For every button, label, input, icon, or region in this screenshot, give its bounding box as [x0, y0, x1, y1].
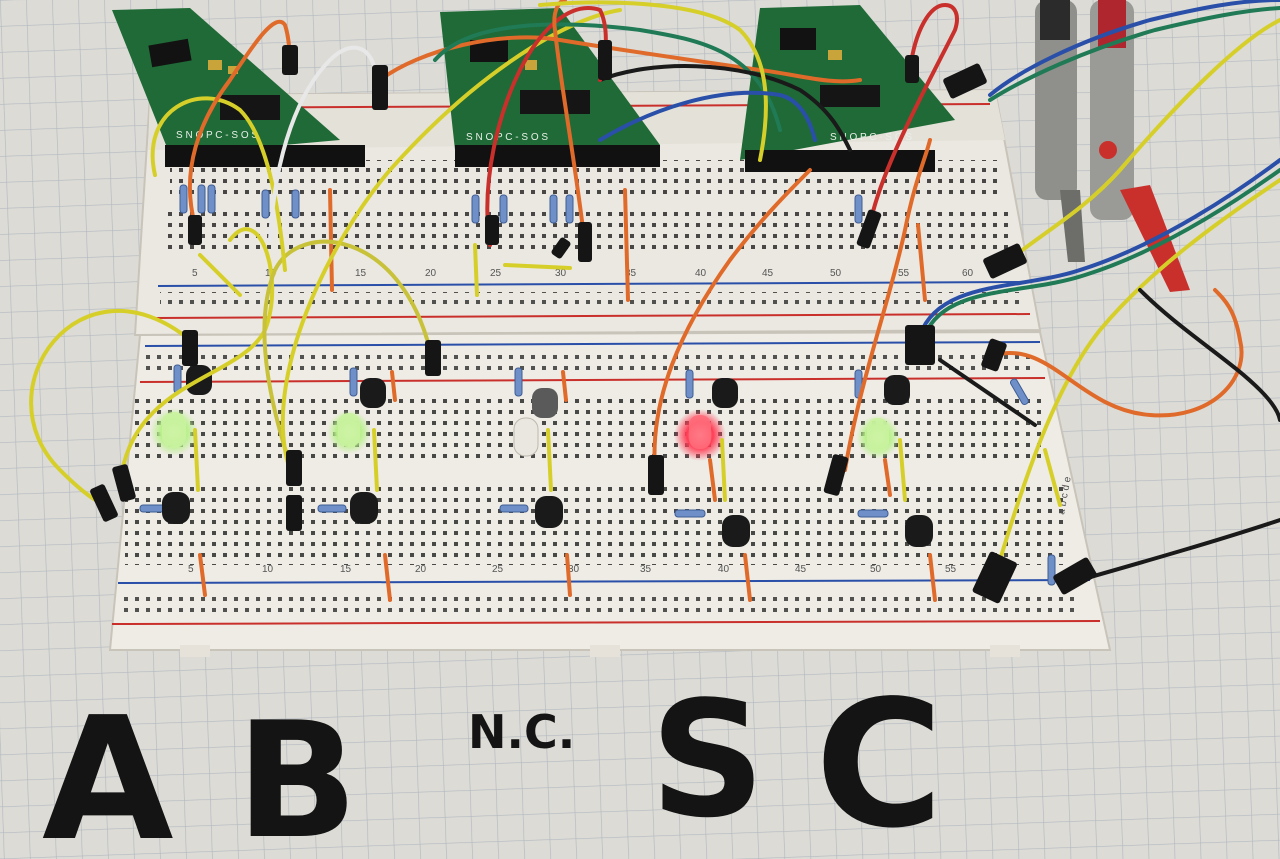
resistors — [139, 184, 1056, 586]
upper-col-20: 20 — [425, 268, 437, 279]
upper-col-60: 60 — [962, 268, 974, 279]
upper-col-35: 35 — [625, 268, 637, 279]
lower-col-10: 10 — [262, 564, 274, 575]
led-green-5 — [856, 415, 900, 459]
pcb-right-pin-labels: S N O P C - S O S — [830, 132, 912, 143]
pcb-middle-pin-labels: S N O P C - S O S — [466, 132, 548, 143]
label-nc: N.C. — [468, 705, 575, 759]
lower-col-45: 45 — [795, 564, 807, 575]
upper-col-25: 25 — [490, 268, 502, 279]
upper-col-50: 50 — [830, 268, 842, 279]
long-jumper-wires — [29, 0, 1280, 582]
jumper-connectors — [90, 40, 1097, 604]
upper-col-40: 40 — [695, 268, 707, 279]
led-red-4 — [674, 409, 726, 461]
lower-col-20: 20 — [415, 564, 427, 575]
lower-col-25: 25 — [492, 564, 504, 575]
upper-col-55: 55 — [898, 268, 910, 279]
lower-col-5: 5 — [188, 564, 194, 575]
lower-col-55: 55 — [945, 564, 957, 575]
led-green-1 — [150, 408, 198, 456]
pcb-left-pin-labels: S N O P C - S O S — [176, 130, 258, 141]
handwritten-labels: A B N.C. S C — [42, 664, 943, 859]
lower-col-50: 50 — [870, 564, 882, 575]
pcb-module-left: S N O P C - S O S — [112, 8, 365, 167]
short-jumpers-yellow — [193, 243, 907, 502]
led-indicators — [150, 408, 900, 461]
lower-col-30: 30 — [568, 564, 580, 575]
lower-col-35: 35 — [640, 564, 652, 575]
lower-breadboard — [108, 330, 1112, 657]
led-green-2 — [327, 410, 371, 454]
label-s: S — [650, 666, 765, 853]
transistors — [162, 365, 933, 547]
label-c: C — [815, 664, 943, 859]
upper-col-30: 30 — [555, 268, 567, 279]
pcb-module-middle: S N O P C - S O S — [440, 8, 660, 167]
short-jumpers — [198, 188, 937, 602]
upper-col-45: 45 — [762, 268, 774, 279]
label-a: A — [42, 681, 174, 859]
upper-col-15: 15 — [355, 268, 367, 279]
led-clear-3 — [513, 417, 539, 457]
lower-col-40: 40 — [718, 564, 730, 575]
upper-col-5: 5 — [192, 268, 198, 279]
lower-col-15: 15 — [340, 564, 352, 575]
label-b: B — [236, 687, 358, 859]
